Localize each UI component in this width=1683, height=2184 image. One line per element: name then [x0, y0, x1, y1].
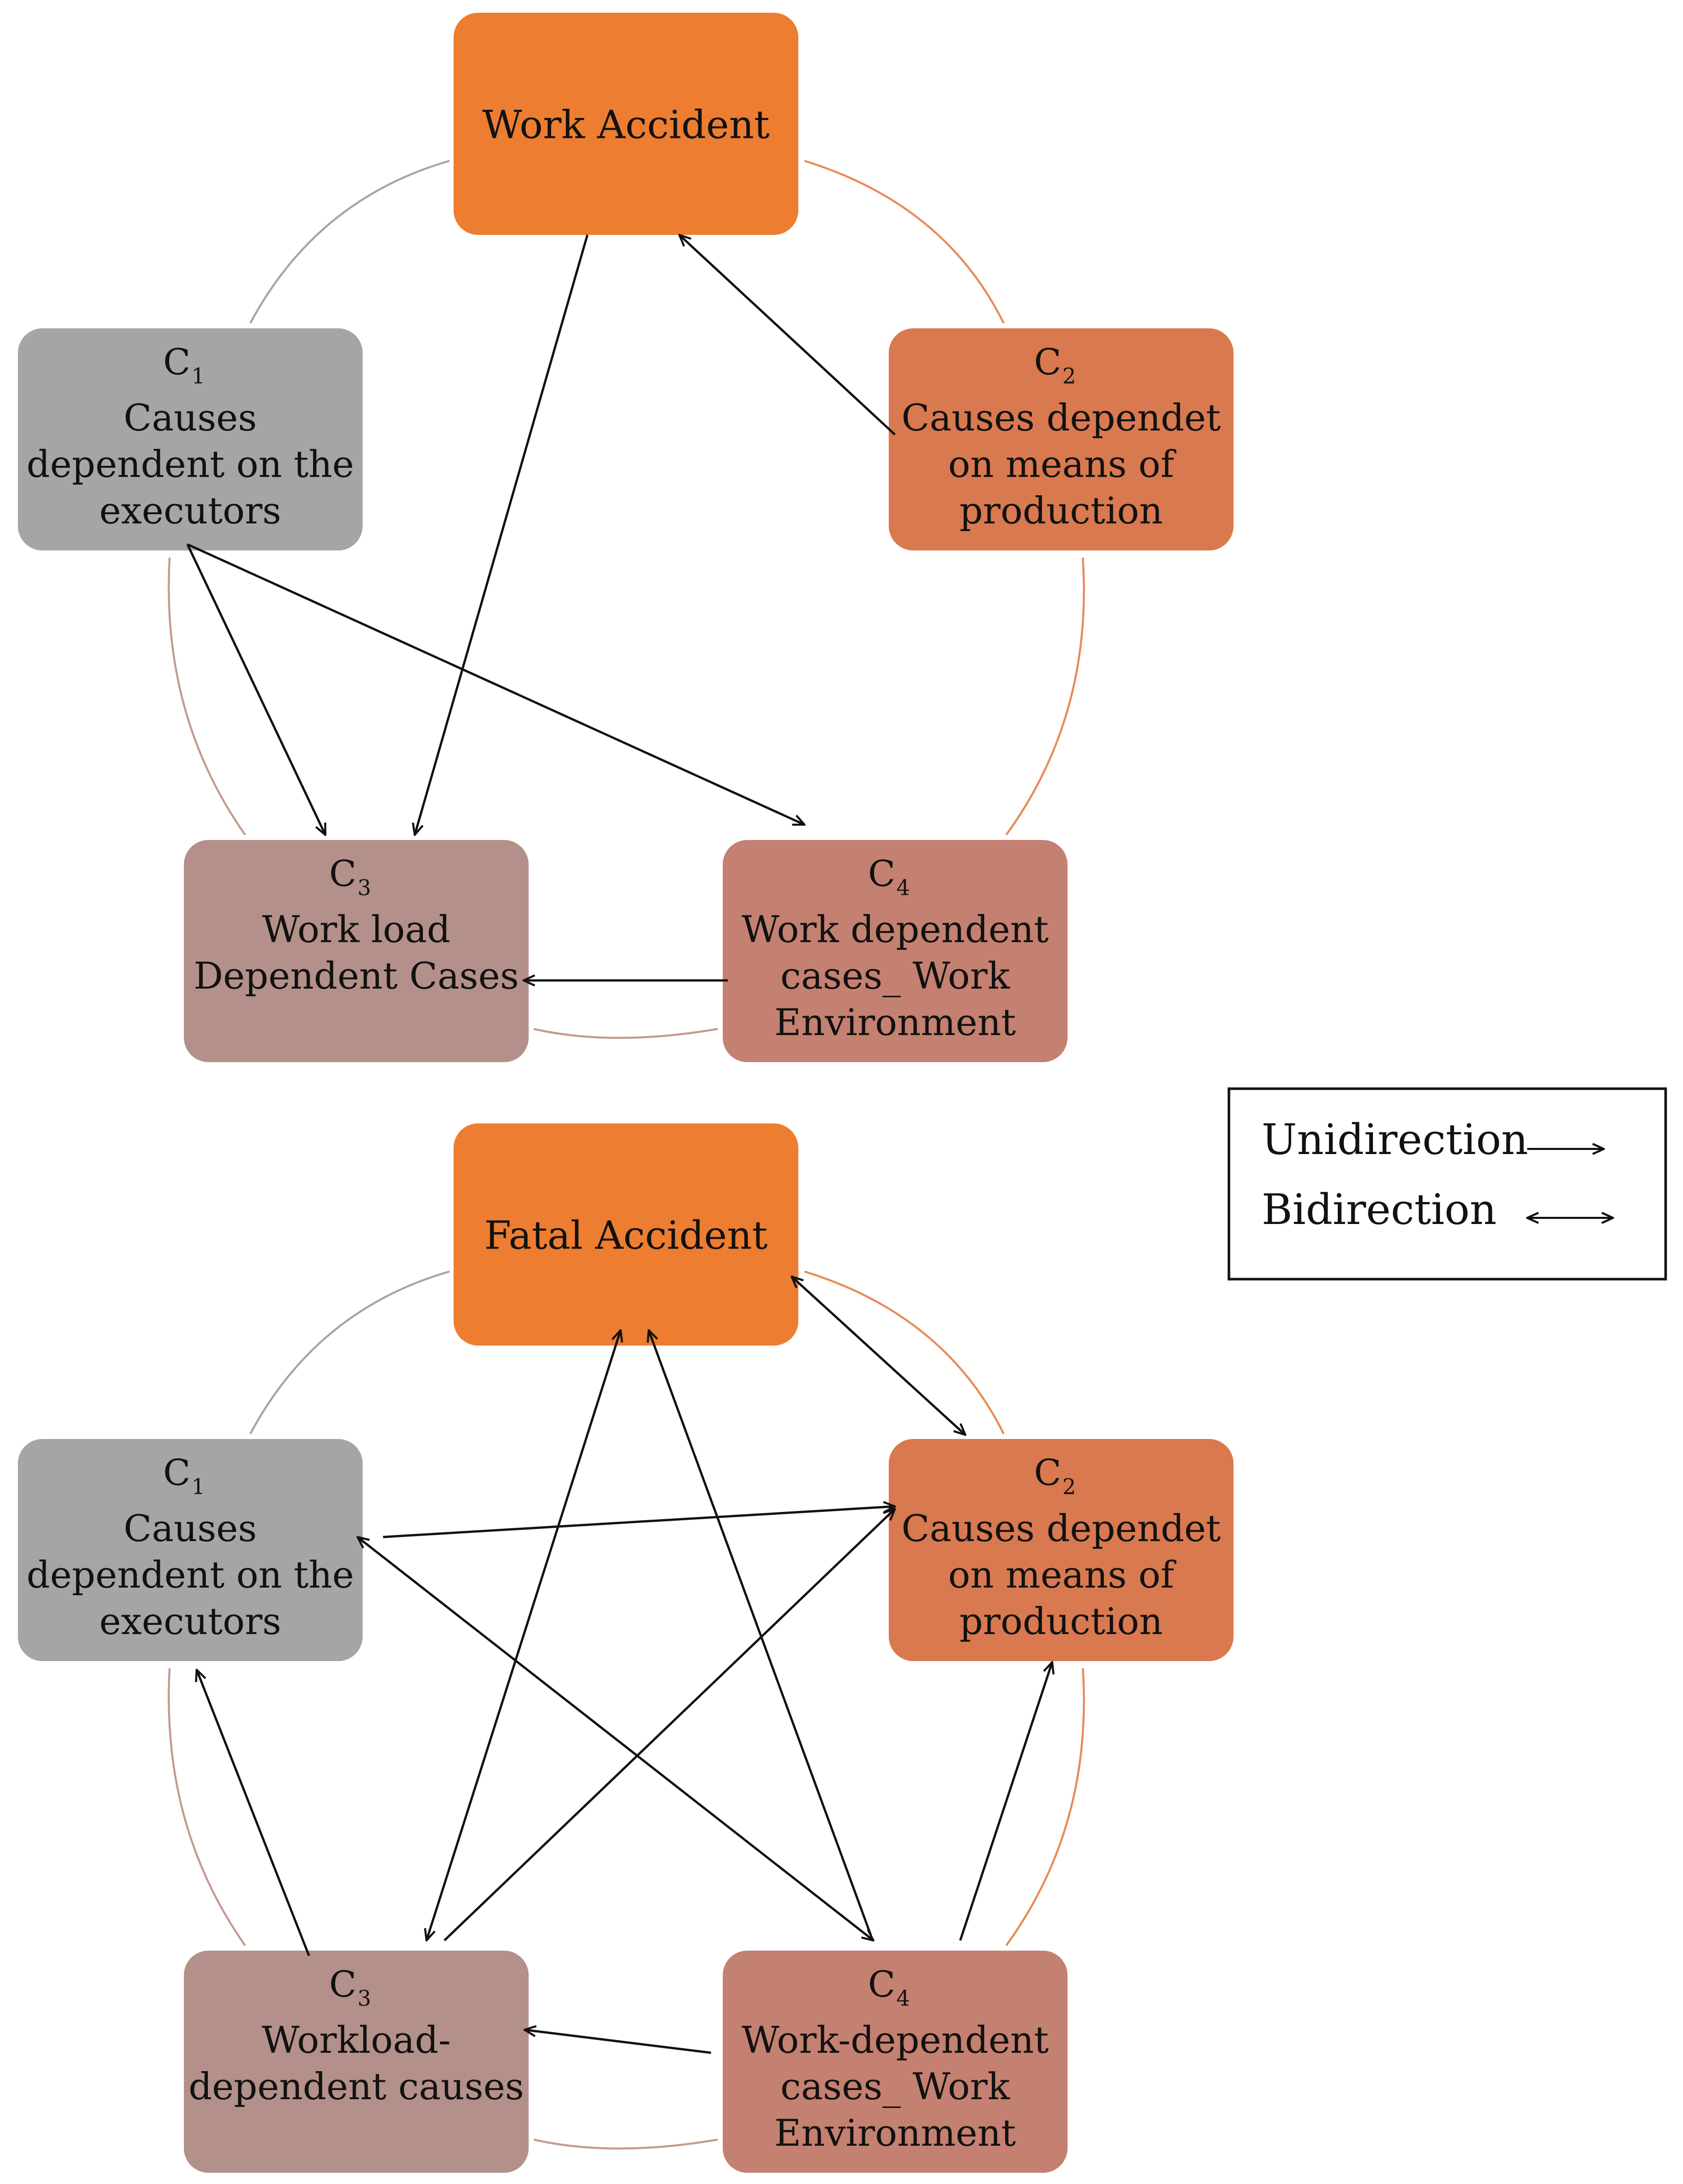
edge-c1-c4 [187, 543, 804, 826]
node-line: Causes [124, 1507, 257, 1550]
node-box [723, 1951, 1068, 2173]
node-box [184, 840, 529, 1062]
node-line: dependent causes [188, 2065, 524, 2108]
node-line: Environment [774, 2111, 1016, 2154]
node-box [889, 1439, 1234, 1661]
node-line: on means of [948, 1553, 1176, 1596]
edge-c1-c4-bidirectional [358, 1537, 873, 1940]
node-line: dependent on the [27, 1553, 354, 1596]
node-line: Work dependent [742, 908, 1049, 951]
ring-arc [249, 1270, 450, 1434]
edge-c3-top-bidirectional [426, 1330, 621, 1940]
node-line: executors [99, 489, 281, 532]
legend-bidirection-label: Bidirection [1262, 1186, 1497, 1234]
node-line: Causes [124, 396, 257, 439]
node-line: production [959, 1600, 1163, 1643]
edge-c4-c3 [525, 2030, 712, 2054]
edge-c2-top [679, 235, 896, 436]
legend-unidirection-label: Unidirection [1262, 1116, 1528, 1164]
node-line: Work-dependent [742, 2019, 1049, 2061]
ring-arc [168, 557, 246, 836]
ring-arc [533, 1028, 718, 1039]
node-box [184, 1951, 529, 2173]
ring-arc [804, 160, 1005, 324]
node-line: cases_ Work [780, 954, 1011, 997]
node-line: Causes dependet [902, 1507, 1221, 1550]
node-line: on means of [948, 443, 1176, 486]
node-line: production [959, 489, 1163, 532]
node-line: Work load [262, 908, 451, 951]
edge-top-c2-bidirectional [792, 1277, 965, 1435]
ring-arc [804, 1270, 1005, 1434]
edge-c4-c2 [959, 1662, 1052, 1941]
node-title: Work Accident [482, 102, 770, 148]
node-line: executors [99, 1600, 281, 1643]
node-box [454, 13, 798, 235]
node-line: Workload- [262, 2019, 451, 2061]
ring-arc [249, 160, 450, 324]
node-line: dependent on the [27, 443, 354, 486]
node-line: Causes dependet [902, 396, 1221, 439]
node-box [18, 328, 363, 550]
edge-c1-c2 [383, 1506, 895, 1539]
ring-arc [1005, 557, 1085, 836]
node-box [723, 840, 1068, 1062]
edge-c1-c3 [186, 544, 325, 835]
node-box [454, 1123, 798, 1346]
legend-box [1227, 1087, 1667, 1281]
node-line: Environment [774, 1001, 1016, 1044]
edge-top-c3 [415, 234, 589, 835]
node-accident: Work Accident [454, 13, 798, 235]
node-code: C3 [329, 853, 371, 900]
ring-arc [533, 2139, 718, 2150]
edge-c4-top [649, 1330, 872, 1936]
node-line: cases_ Work [780, 2065, 1011, 2108]
node-accident: Fatal Accident [454, 1123, 798, 1346]
edge-c3-c1 [197, 1670, 311, 1956]
legend: Unidirection Bidirection [1227, 1087, 1667, 1281]
node-title: Fatal Accident [484, 1213, 768, 1258]
node-line: Dependent Cases [194, 954, 519, 997]
node-box [889, 328, 1234, 550]
ring-arc [1005, 1668, 1085, 1947]
ring-arc [168, 1668, 246, 1947]
node-box [18, 1439, 363, 1661]
edge-c3-c2 [443, 1509, 895, 1941]
